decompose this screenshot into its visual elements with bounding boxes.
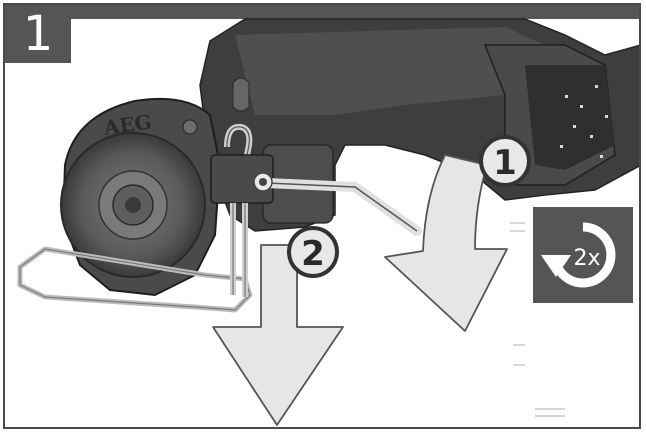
base-plate [17, 246, 253, 313]
step-number: 1 [5, 5, 71, 63]
callout-1: 1 [479, 135, 531, 187]
diagram-frame: 1 [3, 3, 641, 429]
guide-bracket [210, 123, 274, 297]
rotate-badge: 2x [533, 207, 633, 303]
callout-1-label: 1 [493, 143, 517, 183]
rotate-count: 2x [573, 246, 600, 271]
callout-2-label: 2 [301, 234, 325, 274]
arrow-1 [384, 154, 508, 332]
illustration: AEG [17, 18, 639, 426]
header-bar [5, 5, 639, 19]
callout-2: 2 [287, 226, 339, 278]
counterclockwise-rotation-icon [541, 222, 616, 288]
saw-blade [60, 132, 206, 278]
hex-key [253, 172, 422, 236]
